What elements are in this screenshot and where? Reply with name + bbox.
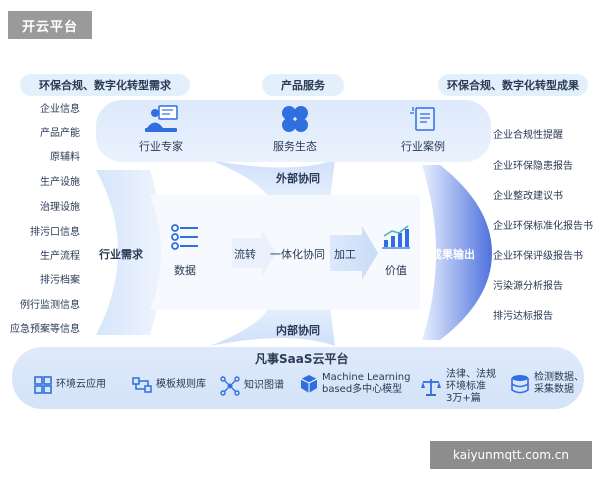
platform-item-text: Machine Learning <box>322 372 411 383</box>
watermark: kaiyunmqtt.com.cn <box>430 441 592 469</box>
platform-item-knowledge: 知识图谱 <box>220 376 284 396</box>
outcome-item: 污染源分析报告 <box>493 281 563 292</box>
data-icon <box>171 224 198 250</box>
internal-collab-label: 内部协同 <box>276 324 320 337</box>
value-chart-icon <box>382 225 410 249</box>
service-ecosystem: 服务生态 <box>250 104 340 154</box>
output-flow <box>422 165 492 340</box>
database-icon <box>511 375 529 394</box>
platform-item-text: 环境云应用 <box>56 379 106 390</box>
logo-badge: 开云平台 <box>8 11 92 39</box>
circulation-label: 流转 <box>234 248 256 261</box>
platform-item-text: 环境标准 <box>446 381 486 392</box>
platform-item-text: 法律、法规 <box>446 369 496 380</box>
process-label: 加工 <box>334 248 356 261</box>
need-item: 排污档案 <box>40 275 80 286</box>
data-label: 数据 <box>174 264 196 277</box>
need-item: 应急预案等信息 <box>10 324 80 335</box>
scales-icon <box>421 379 441 396</box>
platform-title: 凡事SaaS云平台 <box>255 352 349 366</box>
integration-label: 一体化协同 <box>270 248 325 261</box>
outcome-item: 排污达标报告 <box>493 311 553 322</box>
platform-item-apps: 环境云应用 <box>34 376 106 394</box>
outcome-item: 企业环保标准化报告书 <box>493 221 593 232</box>
platform-item-laws: 法律、法规 环境标准 3万+篇 <box>420 369 496 405</box>
need-item: 例行监测信息 <box>20 300 80 311</box>
need-item: 生产流程 <box>40 251 80 262</box>
outcome-item: 企业整改建议书 <box>493 191 563 202</box>
service-label: 行业案例 <box>401 140 445 153</box>
outcome-item: 企业环保隐患报告 <box>493 161 573 172</box>
needs-header: 环保合规、数字化转型需求 <box>20 74 190 96</box>
ecosystem-icon <box>282 106 308 132</box>
needs-list: 企业信息 产品产能 原辅料 生产设施 治理设施 排污口信息 生产流程 排污档案 … <box>0 0 80 480</box>
main-flow <box>150 195 420 310</box>
outcomes-list: 企业合规性提醒 企业环保隐患报告 企业整改建议书 企业环保标准化报告书 企业环保… <box>493 0 600 480</box>
cube-icon <box>300 375 318 393</box>
service-label: 行业专家 <box>139 140 183 153</box>
case-icon <box>410 107 435 131</box>
platform-item-data: 检测数据、 采集数据 <box>510 372 584 396</box>
value-label: 价值 <box>385 264 407 277</box>
need-item: 生产设施 <box>40 177 80 188</box>
need-item: 排污口信息 <box>30 227 80 238</box>
knowledge-graph-icon <box>220 376 240 396</box>
need-item: 企业信息 <box>40 104 80 115</box>
outcome-item: 企业合规性提醒 <box>493 130 563 141</box>
circulation-arrow <box>232 230 276 276</box>
platform-item-ml: Machine Learning based多中心模型 <box>300 372 410 396</box>
output-label: 成果输出 <box>431 248 475 261</box>
need-item: 产品产能 <box>40 128 80 139</box>
demand-label: 行业需求 <box>99 248 143 261</box>
need-item: 原辅料 <box>50 152 80 163</box>
platform-item-text: 3万+篇 <box>446 393 481 404</box>
services-header: 产品服务 <box>262 74 344 96</box>
service-expert: 行业专家 <box>116 104 206 154</box>
platform-band <box>12 347 584 409</box>
external-collab-label: 外部协同 <box>276 172 320 185</box>
process-arrow <box>330 226 378 280</box>
platform-item-text: based多中心模型 <box>322 384 403 395</box>
platform-item-text: 采集数据 <box>534 384 574 395</box>
service-case: 行业案例 <box>378 104 468 154</box>
apps-grid-icon <box>34 376 52 394</box>
platform-item-text: 检测数据、 <box>534 372 584 383</box>
platform-item-text: 模板规则库 <box>156 379 206 390</box>
template-icon <box>132 377 152 393</box>
need-item: 治理设施 <box>40 202 80 213</box>
outcomes-header: 环保合规、数字化转型成果 <box>438 74 588 96</box>
platform-item-text: 知识图谱 <box>244 380 284 391</box>
expert-icon <box>145 105 178 132</box>
platform-item-templates: 模板规则库 <box>132 376 206 394</box>
demand-flow <box>96 170 163 335</box>
outcome-item: 企业环保评级报告书 <box>493 251 583 262</box>
service-label: 服务生态 <box>273 140 317 153</box>
